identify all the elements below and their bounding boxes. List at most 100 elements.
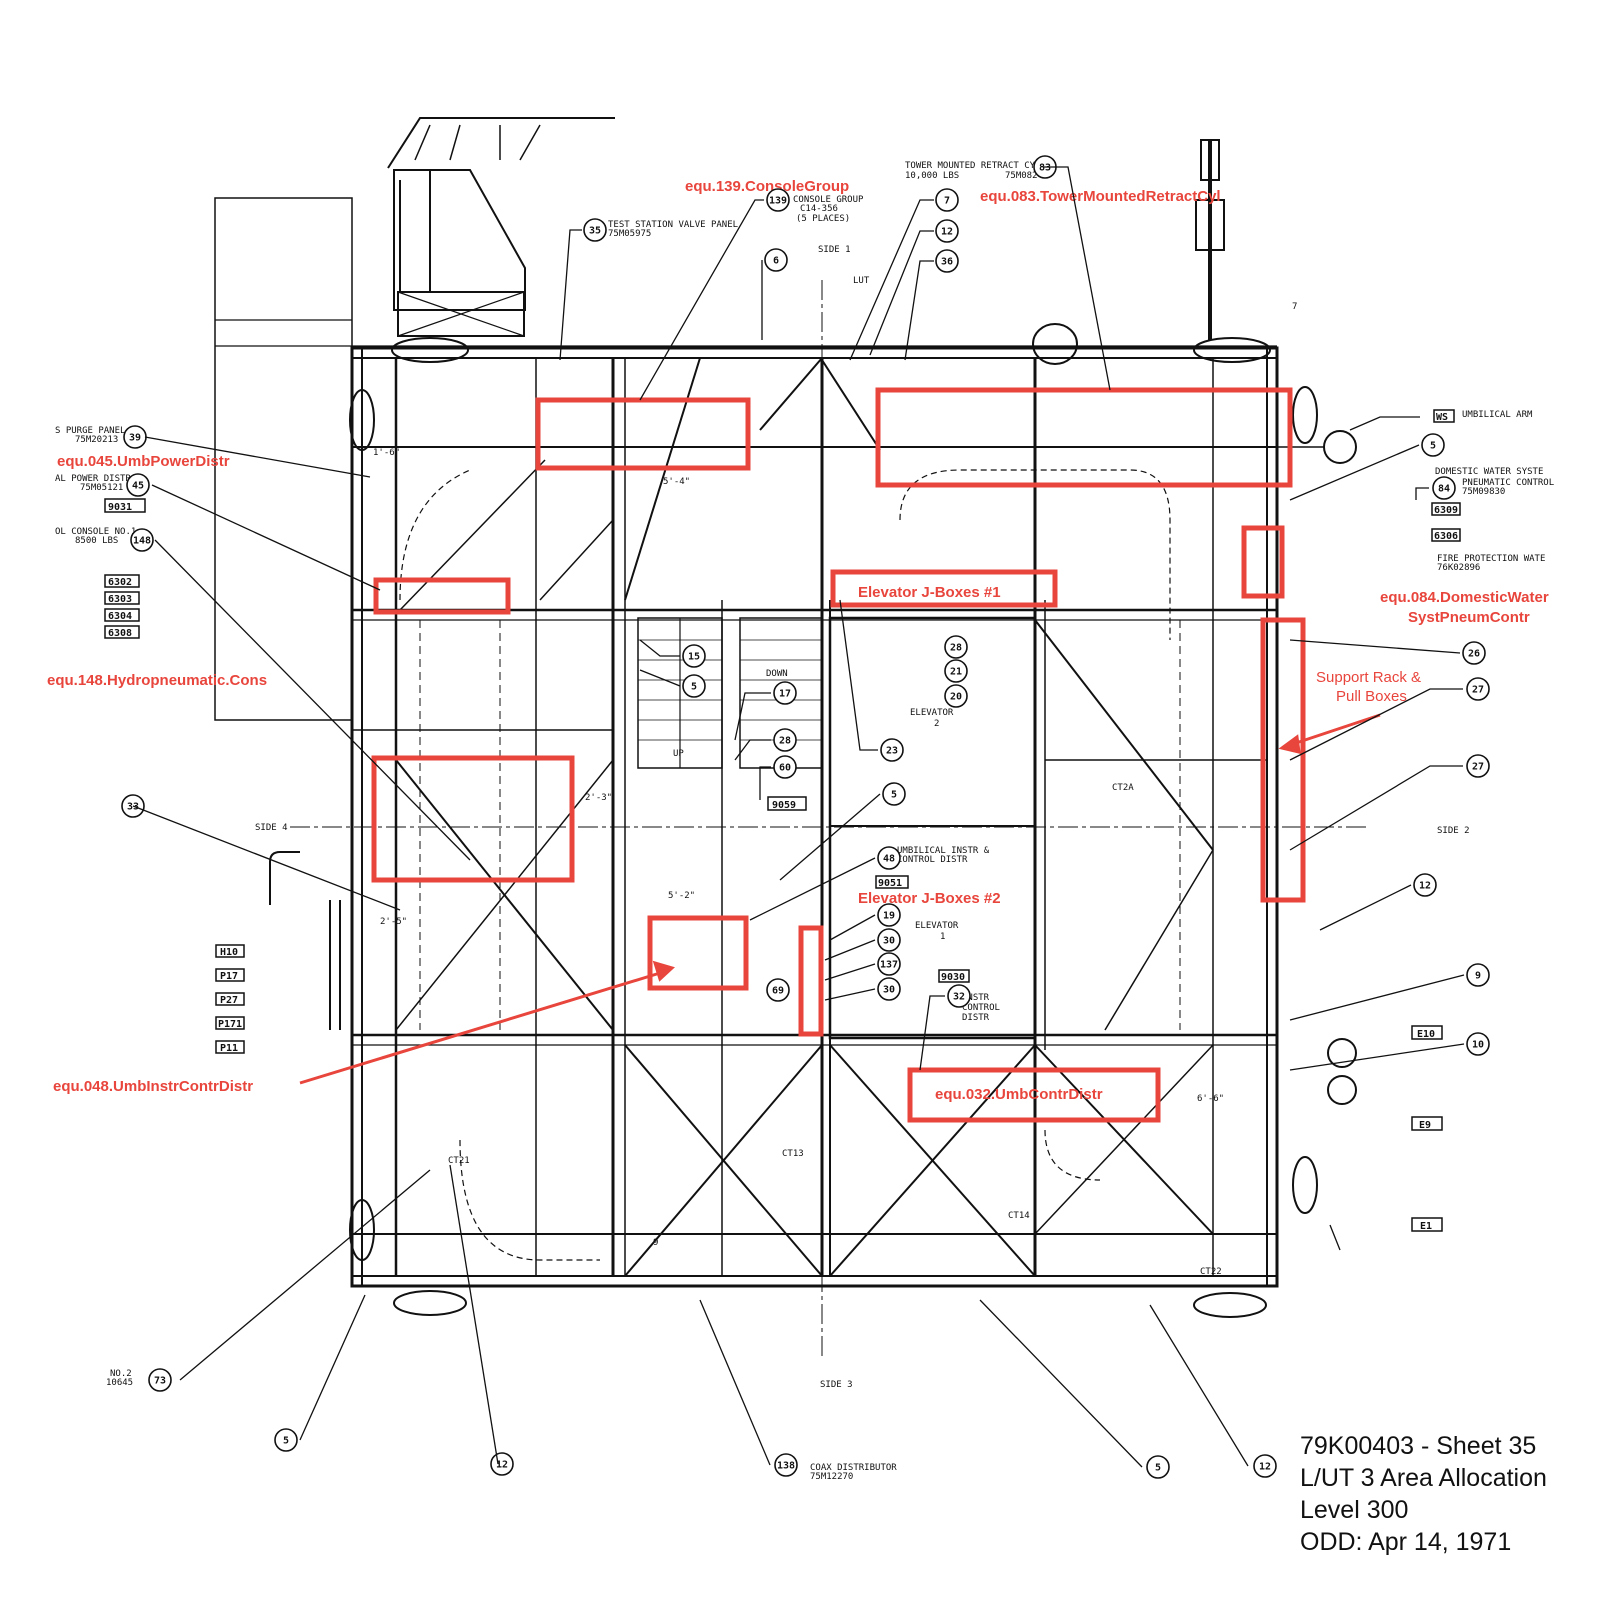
- callout-number: 137: [880, 960, 898, 971]
- elev-jbox-1-box: [830, 569, 1058, 608]
- box-6303: 6303: [108, 594, 132, 605]
- umb-power-box: [373, 577, 511, 615]
- note-coax-no: 75M12270: [810, 1472, 853, 1482]
- callout-number: 21: [950, 667, 962, 678]
- callout-15: 15: [682, 644, 706, 668]
- callout-number: 17: [779, 689, 791, 700]
- callout-number: 9: [1475, 971, 1481, 982]
- callout-5: 5: [1421, 433, 1445, 457]
- highlight-labels: equ.139.ConsoleGroup equ.083.TowerMounte…: [47, 178, 1549, 1103]
- callout-circle: [126, 473, 150, 497]
- label-umb-power: equ.045.UmbPowerDistr: [57, 453, 230, 470]
- callout-19: 19: [877, 903, 901, 927]
- callout-12: 12: [490, 1452, 514, 1476]
- callout-6: 6: [764, 248, 788, 272]
- callout-circle: [682, 674, 706, 698]
- callout-20: 20: [944, 684, 968, 708]
- callout-32: 32: [947, 984, 971, 1008]
- callout-5: 5: [882, 782, 906, 806]
- side-4-label: SIDE 4: [255, 823, 288, 833]
- dim-8: 5'-2": [668, 891, 695, 901]
- callout-circle: [947, 984, 971, 1008]
- note-tower-no: 75M08245: [1005, 171, 1048, 181]
- callout-number: 23: [886, 746, 898, 757]
- callout-circle: [773, 681, 797, 705]
- sheet-number: 79K00403 - Sheet 35: [1300, 1432, 1537, 1460]
- box-h10: H10: [220, 947, 238, 958]
- box-e1: E1: [1420, 1221, 1432, 1232]
- callout-12: 12: [1253, 1454, 1277, 1478]
- label-domestic-water-2: SystPneumContr: [1408, 609, 1530, 626]
- label-domestic-water: equ.084.DomesticWater: [1380, 589, 1549, 606]
- callout-circle: [682, 644, 706, 668]
- dim-7: 2'-5": [380, 917, 407, 927]
- side-3-label: SIDE 3: [820, 1380, 853, 1390]
- label-support-rack-2: Pull Boxes: [1336, 688, 1407, 705]
- callout-number: 19: [883, 911, 895, 922]
- label-console-group: equ.139.ConsoleGroup: [685, 178, 849, 195]
- note-console-no1: OL CONSOLE NO.1: [55, 527, 136, 537]
- callout-number: 45: [132, 481, 144, 492]
- callout-17: 17: [773, 681, 797, 705]
- callout-39: 39: [123, 425, 147, 449]
- callout-circle: [882, 782, 906, 806]
- callout-circle: [764, 248, 788, 272]
- callout-circle: [877, 846, 901, 870]
- console-group-box: [535, 397, 751, 471]
- note-elevator2: ELEVATOR: [910, 708, 954, 718]
- label-umb-instr: equ.048.UmbInstrContrDistr: [53, 1078, 253, 1095]
- box-p171: P171: [218, 1019, 242, 1030]
- title-block: 79K00403 - Sheet 35 L/UT 3 Area Allocati…: [1300, 1430, 1590, 1558]
- box-6302: 6302: [108, 577, 132, 588]
- callout-circle: [274, 1428, 298, 1452]
- callout-circle: [773, 755, 797, 779]
- retract-cyl-box: [875, 387, 1293, 488]
- callout-number: 30: [883, 936, 895, 947]
- callout-number: 138: [777, 1461, 795, 1472]
- callout-circles: 3513983712366394514858426272715517286028…: [121, 155, 1490, 1479]
- callout-number: 5: [691, 682, 697, 693]
- callout-number: 69: [772, 986, 784, 997]
- dim-1: 1'-6": [373, 448, 400, 458]
- callout-27: 27: [1466, 677, 1490, 701]
- callout-circle: [1253, 1454, 1277, 1478]
- note-pneumatic-no: 75M09830: [1462, 487, 1505, 497]
- odd-date: ODD: Apr 14, 1971: [1300, 1528, 1512, 1556]
- area-title: L/UT 3 Area Allocation: [1300, 1464, 1547, 1492]
- callout-circle: [1466, 1032, 1490, 1056]
- domestic-water-box: [1241, 525, 1285, 599]
- note-elevator2-num: 2: [934, 719, 939, 729]
- callout-circle: [877, 952, 901, 976]
- label-elev-jbox-1: Elevator J-Boxes #1: [858, 584, 1001, 601]
- callout-circle: [583, 218, 607, 242]
- callout-84: 84: [1432, 476, 1456, 500]
- callout-number: 48: [883, 854, 895, 865]
- box-e10: E10: [1417, 1029, 1435, 1040]
- callout-12: 12: [935, 219, 959, 243]
- note-ct14: CT14: [1008, 1211, 1030, 1221]
- support-rack-box: [1260, 617, 1306, 903]
- umb-contr-box: [907, 1067, 1161, 1123]
- callout-73: 73: [148, 1368, 172, 1392]
- callout-circle: [877, 977, 901, 1001]
- callout-circle: [1462, 641, 1486, 665]
- callout-circle: [944, 659, 968, 683]
- callout-138: 138: [774, 1453, 798, 1477]
- dim-11: 9: [653, 1238, 658, 1248]
- structure-linework: [214, 117, 1370, 1360]
- dim-3: 5'-4": [663, 477, 690, 487]
- callout-number: 60: [779, 763, 791, 774]
- box-9031: 9031: [108, 502, 132, 513]
- note-umbilical-arm: UMBILICAL ARM: [1462, 410, 1533, 420]
- hydropneumatic-box: [371, 755, 575, 883]
- dim-10: 6'-6": [1197, 1094, 1224, 1104]
- callout-number: 10: [1472, 1040, 1484, 1051]
- callout-number: 32: [953, 992, 965, 1003]
- callout-circle: [944, 635, 968, 659]
- highlight-arrows: [299, 713, 1381, 1085]
- callout-number: 83: [1039, 163, 1051, 174]
- callout-28: 28: [773, 728, 797, 752]
- note-instr-control-2: CONTROL: [962, 1003, 1000, 1013]
- callout-number: 20: [950, 692, 962, 703]
